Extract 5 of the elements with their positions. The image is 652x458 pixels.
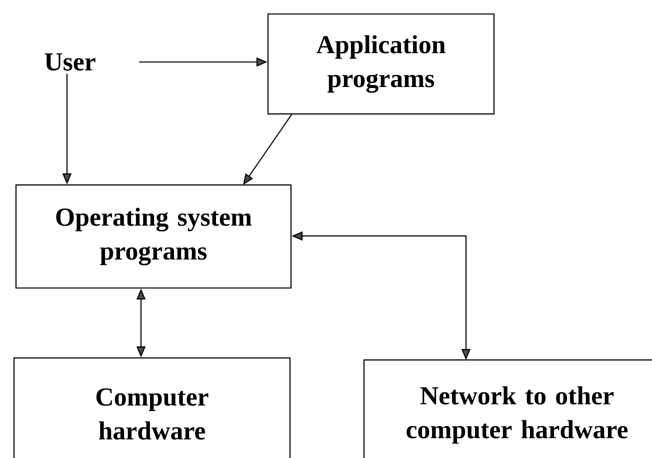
- user-label: User: [44, 53, 96, 71]
- process-box: Computer hardware: [13, 357, 291, 458]
- process-box: Application programs: [267, 13, 495, 115]
- process-box: Network to other computer hardware: [363, 359, 652, 458]
- process-box: Operating system programs: [15, 184, 292, 289]
